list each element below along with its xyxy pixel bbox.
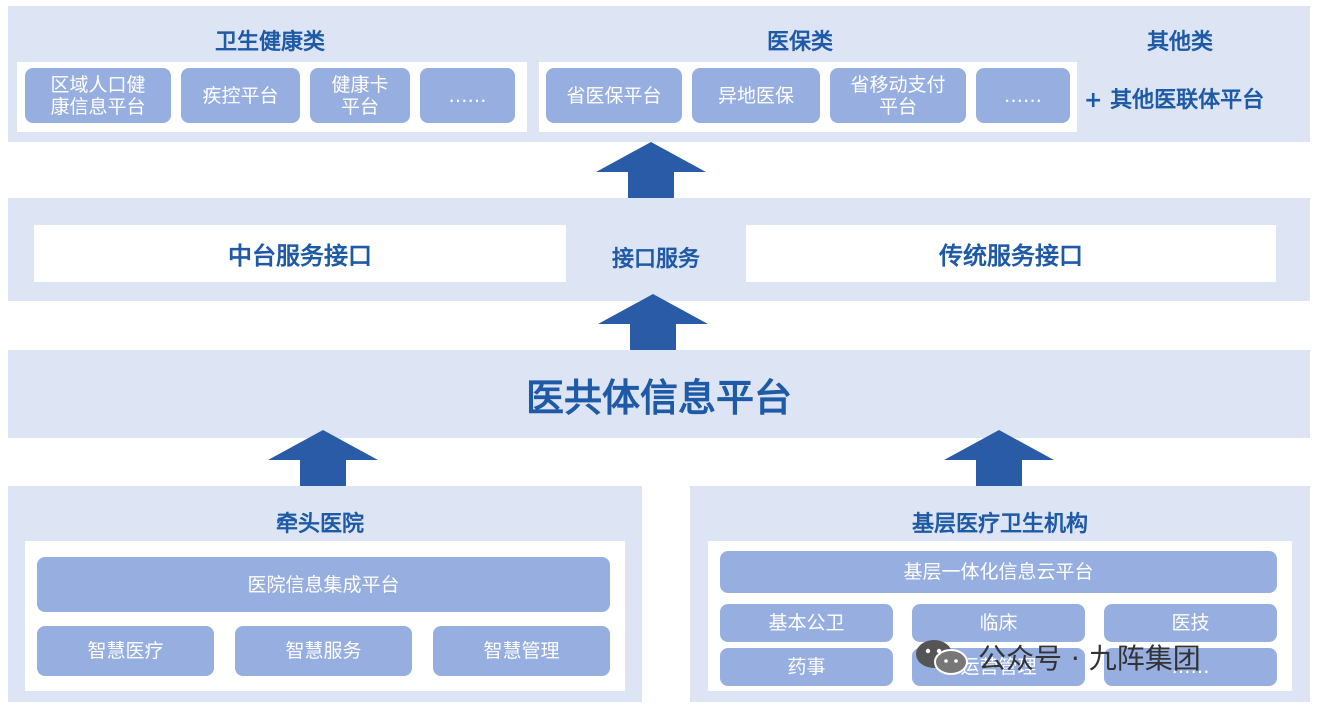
primary-item-public-health: 基本公卫 (720, 604, 893, 642)
primary-cloud-platform: 基层一体化信息云平台 (720, 551, 1277, 593)
primary-item-clinical: 临床 (912, 604, 1085, 642)
category-other-title: 其他类 (1146, 30, 1213, 55)
lead-item-smart-medical: 智慧医疗 (37, 626, 214, 676)
health-item-disease-control: 疾控平台 (181, 68, 300, 123)
health-item-population: 区域人口健 康信息平台 (25, 68, 171, 123)
arrow-up-icon (944, 430, 1054, 486)
hospital-integration-platform: 医院信息集成平台 (37, 557, 610, 612)
primary-item-more: …… (1104, 648, 1277, 686)
platform-band: 医共体信息平台 (8, 350, 1310, 438)
insurance-item-provincial: 省医保平台 (546, 68, 682, 123)
lead-hospital-title: 牵头医院 (275, 512, 364, 537)
primary-care-title: 基层医疗卫生机构 (911, 512, 1088, 537)
watermark-text: 公众号 · 九阵集团 (978, 642, 1201, 675)
traditional-interface: 传统服务接口 (746, 225, 1276, 282)
health-item-more: …… (420, 68, 515, 123)
primary-item-medical-tech: 医技 (1104, 604, 1277, 642)
arrow-up-icon (268, 430, 378, 486)
mid-platform-interface-label: 中台服务接口 (228, 242, 372, 270)
insurance-item-more: …… (976, 68, 1070, 123)
lead-item-smart-service: 智慧服务 (235, 626, 412, 676)
interface-service-label: 接口服务 (611, 247, 700, 272)
arrow-up-icon (596, 142, 706, 198)
primary-item-pharmacy: 药事 (720, 648, 893, 686)
insurance-item-offsite: 异地医保 (692, 68, 820, 123)
insurance-item-mobile-pay: 省移动支付 平台 (830, 68, 966, 123)
health-item-health-card: 健康卡 平台 (310, 68, 410, 123)
category-health-title: 卫生健康类 (214, 30, 325, 55)
category-insurance-title: 医保类 (766, 30, 833, 55)
lead-item-smart-management: 智慧管理 (433, 626, 610, 676)
other-item-medical-alliance: + 其他医联体平台 (1084, 88, 1265, 113)
mid-platform-interface: 中台服务接口 (34, 225, 566, 282)
traditional-interface-label: 传统服务接口 (939, 242, 1083, 270)
platform-title: 医共体信息平台 (525, 375, 792, 420)
wechat-icon (916, 640, 968, 675)
watermark: 公众号 · 九阵集团 (914, 634, 1201, 680)
arrow-up-icon (598, 294, 708, 350)
